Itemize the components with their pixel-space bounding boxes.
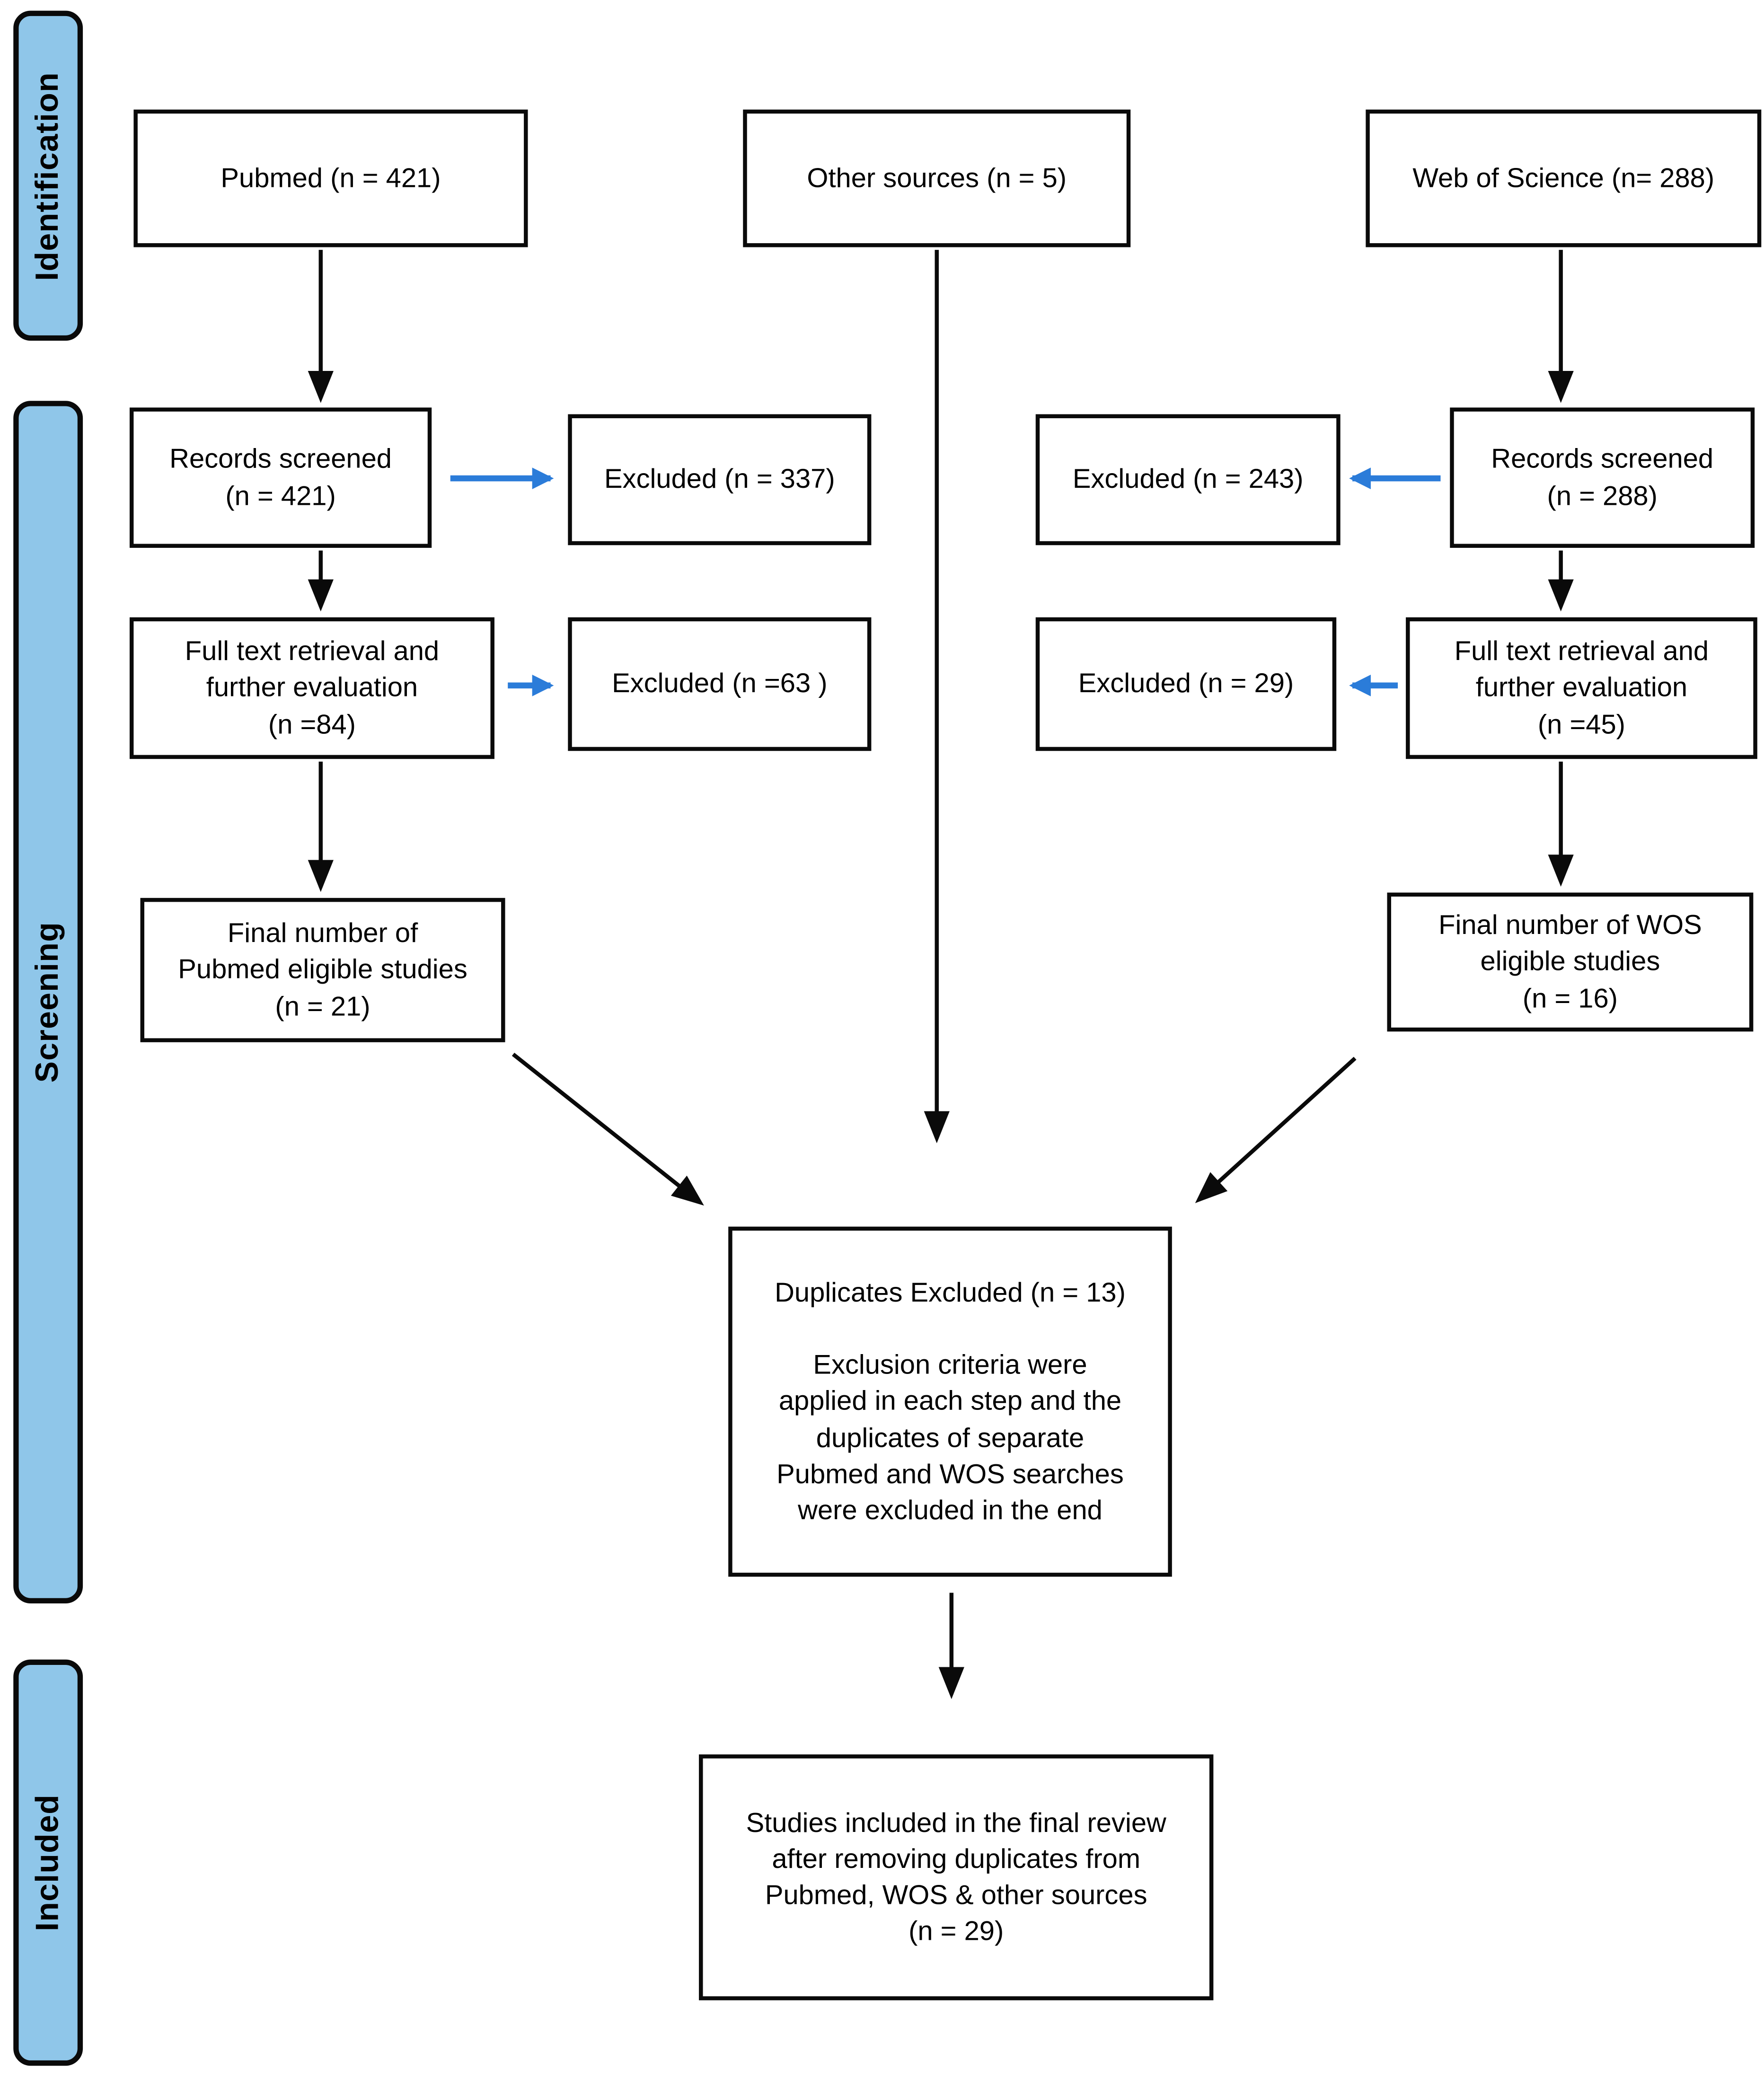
stage-label-screening: Screening: [29, 921, 66, 1083]
box-final-wos-eligible: Final number of WOS eligible studies (n …: [1387, 892, 1754, 1032]
box-records-screened-wos: Records screened (n = 288): [1450, 407, 1755, 548]
box-pubmed-source: Pubmed (n = 421): [133, 109, 528, 247]
box-final-pubmed-eligible: Final number of Pubmed eligible studies …: [140, 898, 505, 1042]
box-fulltext-retrieval-wos: Full text retrieval and further evaluati…: [1406, 617, 1757, 759]
stage-bar-screening: Screening: [13, 401, 83, 1604]
stage-bar-identification: Identification: [13, 10, 83, 341]
box-excluded-pubmed-screening: Excluded (n = 337): [568, 414, 872, 546]
arrow-final-wos-to-duplicates: [1195, 1056, 1357, 1203]
arrow-final-pubmed-to-duplicates: [512, 1052, 704, 1206]
box-excluded-wos-screening: Excluded (n = 243): [1035, 414, 1341, 546]
stage-label-identification: Identification: [29, 71, 66, 281]
stage-bar-included: Included: [13, 1659, 83, 2066]
box-other-sources: Other sources (n = 5): [743, 109, 1131, 247]
box-fulltext-retrieval-pubmed: Full text retrieval and further evaluati…: [129, 617, 494, 759]
box-web-of-science-source: Web of Science (n= 288): [1366, 109, 1762, 247]
box-excluded-wos-fulltext: Excluded (n = 29): [1035, 617, 1337, 751]
stage-label-included: Included: [29, 1794, 66, 1931]
box-duplicates-excluded: Duplicates Excluded (n = 13) Exclusion c…: [728, 1226, 1172, 1577]
box-studies-included-final: Studies included in the final review aft…: [699, 1754, 1214, 2000]
box-excluded-pubmed-fulltext: Excluded (n =63 ): [568, 617, 872, 751]
box-records-screened-pubmed: Records screened (n = 421): [129, 407, 432, 548]
